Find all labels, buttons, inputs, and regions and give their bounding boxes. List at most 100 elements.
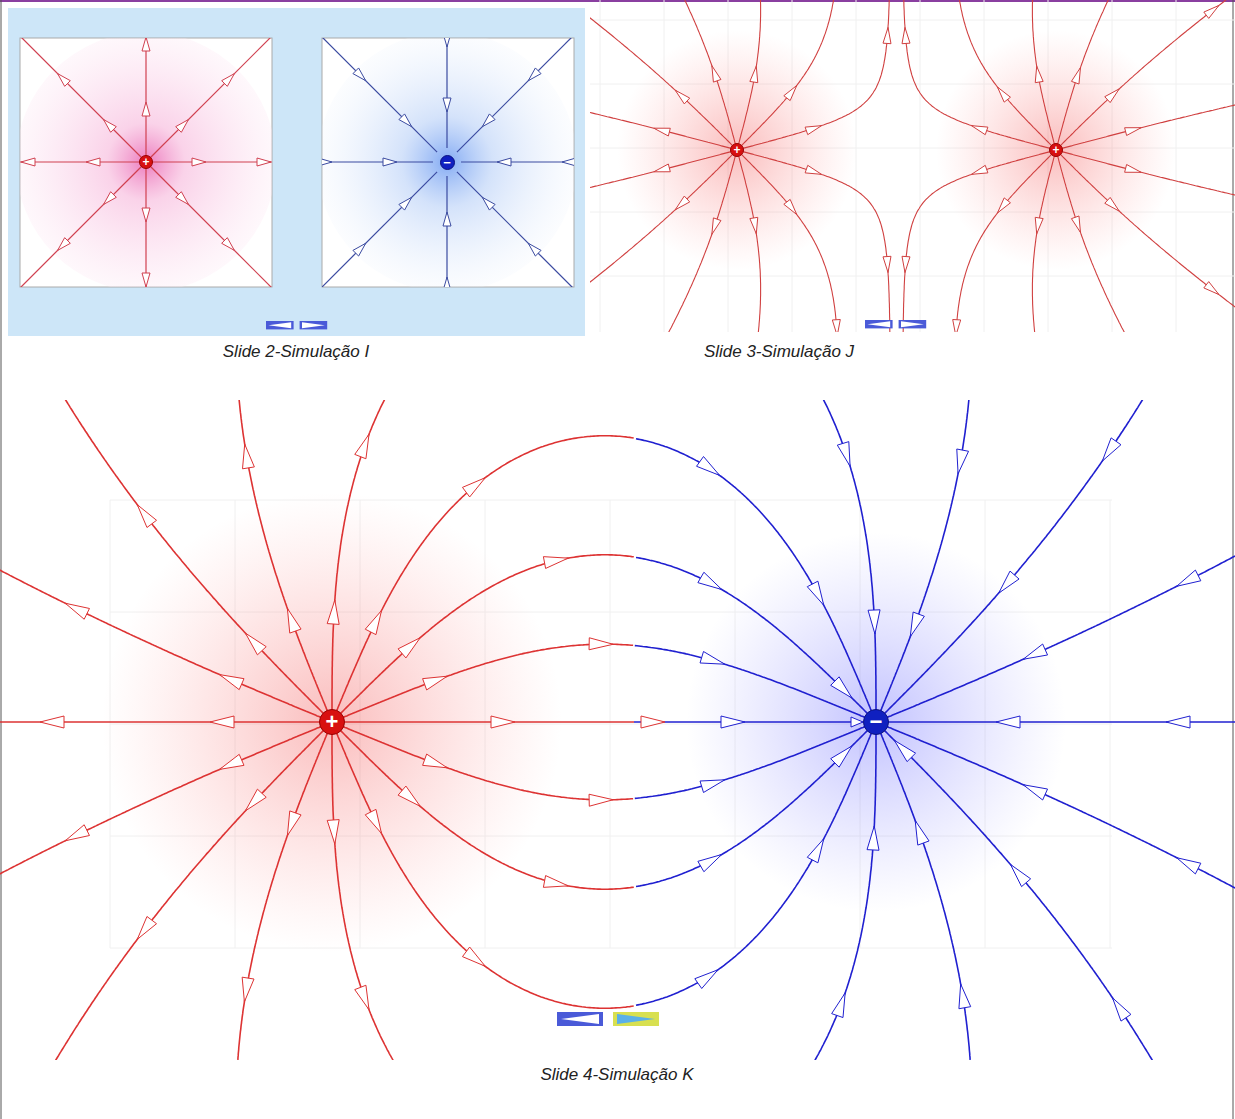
field-arrow xyxy=(497,158,511,166)
field-arrow xyxy=(365,611,381,635)
field-arrow xyxy=(287,811,301,836)
field-arrow xyxy=(999,571,1019,593)
field-arrow xyxy=(482,114,495,127)
field-line xyxy=(635,727,865,799)
slide-caption: Slide 4-Simulação K xyxy=(540,1065,693,1085)
point-charge: + xyxy=(1049,143,1063,157)
field-arrow xyxy=(220,754,244,769)
nav-button xyxy=(300,321,328,329)
field-arrow xyxy=(562,158,574,166)
field-arrow xyxy=(675,196,689,210)
field-arrow xyxy=(1105,89,1119,103)
field-arrow xyxy=(40,716,64,728)
point-charge: + xyxy=(139,155,153,169)
field-line xyxy=(322,161,433,162)
field-line xyxy=(461,161,574,162)
charge-sign: − xyxy=(443,156,451,169)
field-arrow xyxy=(423,676,448,690)
field-arrow xyxy=(176,192,189,205)
field-arrow xyxy=(137,505,156,528)
field-arrow xyxy=(712,218,721,234)
point-charge: − xyxy=(863,709,889,735)
field-arrow xyxy=(176,120,189,133)
field-arrow xyxy=(784,85,797,100)
field-arrow xyxy=(1177,858,1201,874)
field-arrow xyxy=(210,716,234,728)
field-line xyxy=(904,0,1051,148)
point-charge: + xyxy=(730,143,744,157)
field-arrow xyxy=(65,603,89,619)
field-arrow xyxy=(1011,864,1031,886)
field-arrow xyxy=(654,128,670,136)
field-line xyxy=(679,0,735,144)
field-line xyxy=(446,38,447,148)
field-arrow xyxy=(883,256,891,272)
field-arrow xyxy=(1102,438,1121,461)
field-line xyxy=(337,733,634,1008)
field-line xyxy=(341,731,634,890)
field-arrow xyxy=(353,68,366,81)
field-arrow xyxy=(365,809,381,833)
field-arrow xyxy=(894,740,915,761)
field-arrow xyxy=(695,970,718,989)
field-arrow xyxy=(831,746,852,767)
nav-button xyxy=(613,1012,659,1026)
field-arrow xyxy=(1204,5,1219,18)
field-line xyxy=(885,400,1153,714)
field-arrow xyxy=(398,786,420,806)
field-arrow xyxy=(712,66,721,82)
field-arrow xyxy=(915,820,929,845)
field-line xyxy=(1062,152,1235,198)
field-arrow xyxy=(641,716,665,728)
field-arrow xyxy=(721,716,745,728)
field-arrow xyxy=(58,74,71,87)
field-line xyxy=(1032,156,1054,332)
field-arrow xyxy=(327,820,339,844)
field-arrow xyxy=(1105,197,1119,211)
field-line xyxy=(1058,156,1132,332)
field-arrow xyxy=(910,612,924,637)
field-arrow xyxy=(21,158,35,166)
field-arrow xyxy=(443,38,451,47)
field-line xyxy=(741,0,835,146)
field-arrow xyxy=(997,87,1010,102)
field-arrow xyxy=(104,120,117,133)
field-arrow xyxy=(142,102,150,116)
field-line xyxy=(343,727,633,800)
field-line xyxy=(0,560,321,718)
field-arrow xyxy=(322,158,332,166)
field-arrow xyxy=(543,557,568,569)
field-arrow xyxy=(1023,644,1047,659)
field-arrow xyxy=(65,825,89,841)
field-arrow xyxy=(399,114,412,127)
charge-sign: + xyxy=(733,144,740,156)
field-line xyxy=(322,172,437,287)
field-arrow xyxy=(355,434,369,459)
field-arrow xyxy=(851,717,863,727)
field-arrow xyxy=(222,74,235,87)
field-line xyxy=(1032,0,1054,144)
charge-sign: + xyxy=(142,156,149,168)
field-arrow xyxy=(700,780,725,793)
field-line xyxy=(881,733,972,1060)
field-arrow xyxy=(807,581,823,605)
field-arrow xyxy=(383,158,397,166)
field-line xyxy=(590,110,731,148)
field-arrow xyxy=(1071,68,1080,84)
field-line xyxy=(337,436,634,711)
field-line xyxy=(146,161,272,162)
field-arrow xyxy=(142,208,150,222)
field-line xyxy=(322,38,437,152)
field-line xyxy=(815,400,876,710)
field-arrow xyxy=(996,716,1020,728)
field-line xyxy=(881,400,971,711)
field-arrow xyxy=(462,478,485,497)
field-line xyxy=(145,162,146,287)
point-charge: − xyxy=(440,155,455,170)
field-line xyxy=(590,152,731,190)
field-arrow xyxy=(245,789,266,811)
field-arrow xyxy=(997,198,1010,213)
field-arrow xyxy=(1035,217,1043,233)
nav-button xyxy=(557,1012,603,1026)
